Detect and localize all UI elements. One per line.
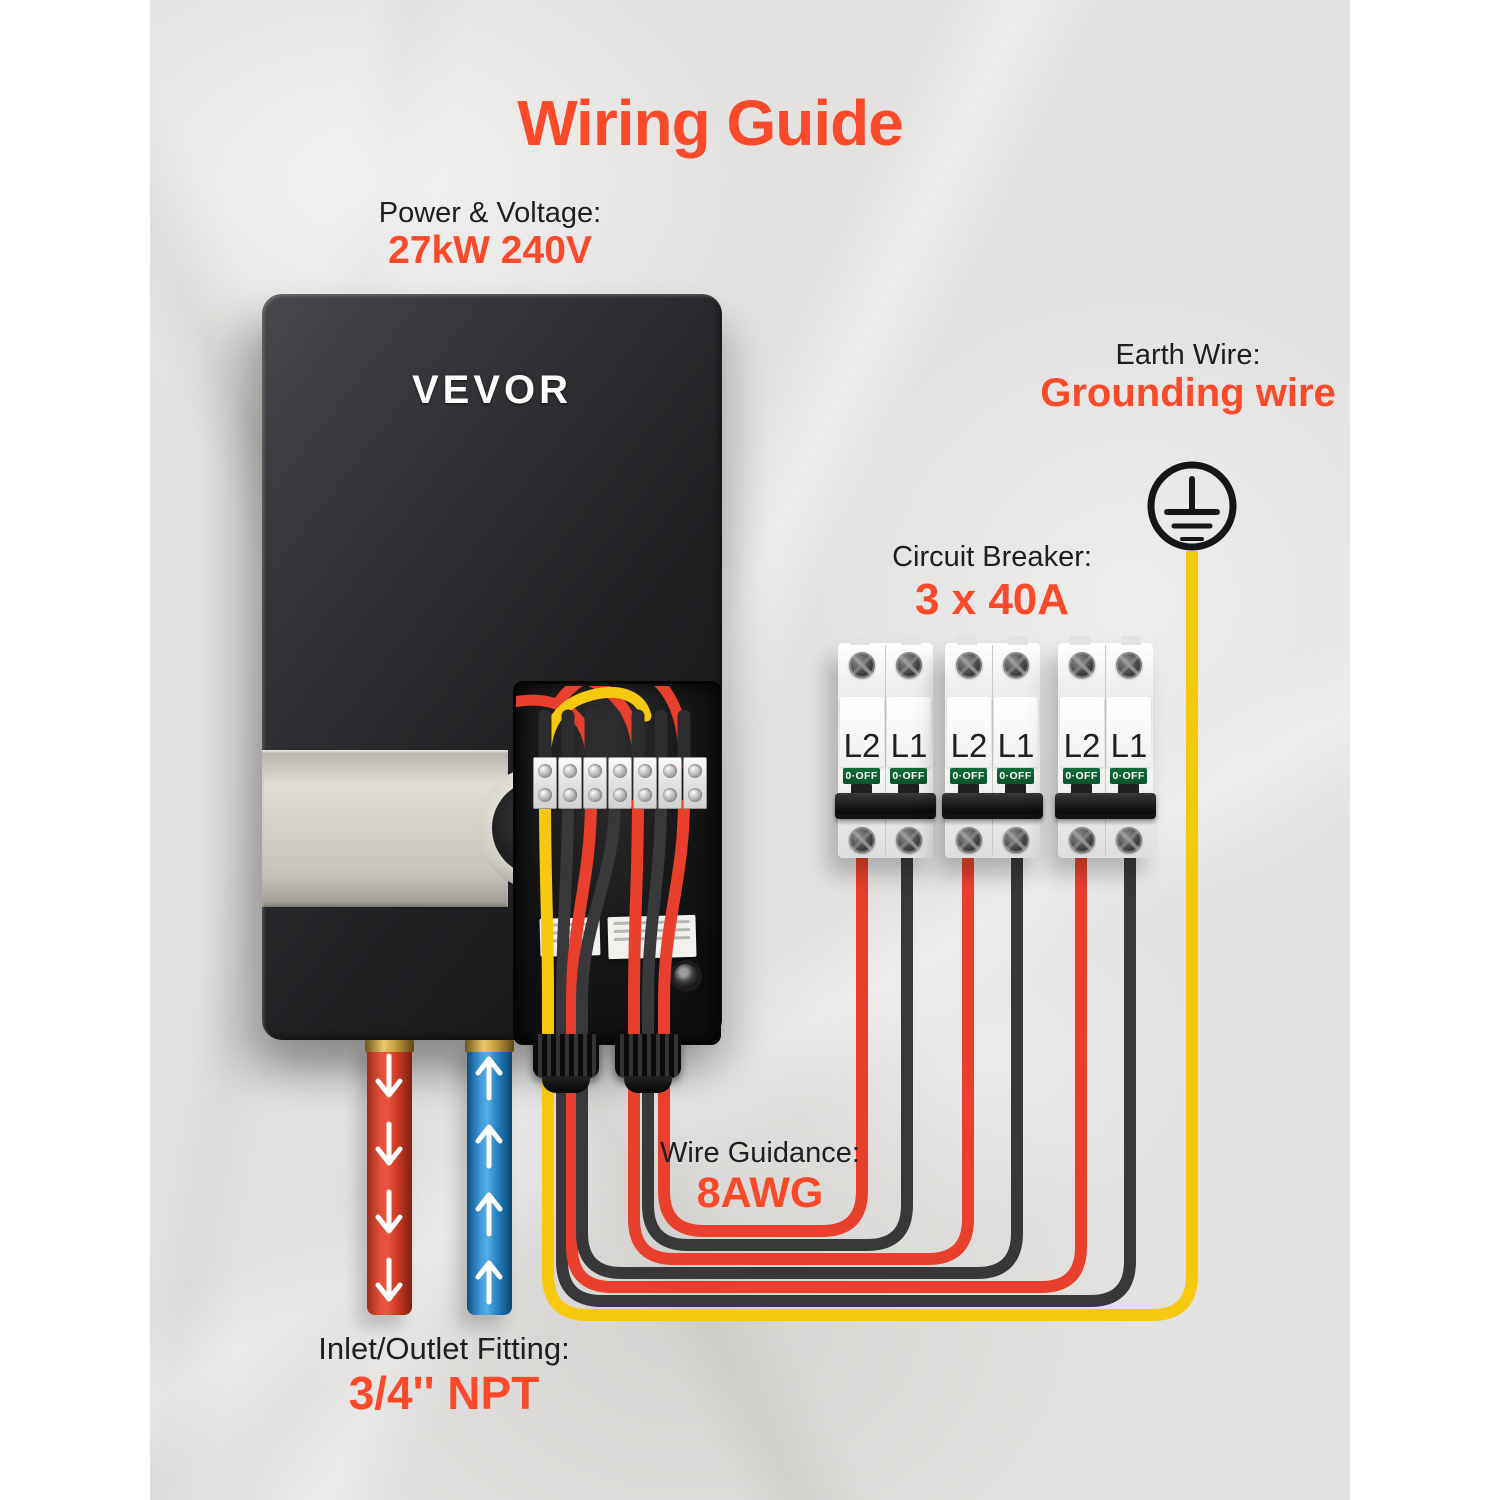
fitting-value: 3/4'' NPT [348, 1367, 540, 1419]
pole-label-l2: L2 [1060, 697, 1104, 767]
breaker-screw [1116, 652, 1142, 678]
breaker-screw [849, 827, 875, 853]
pole-label-l1: L1 [887, 697, 931, 767]
circuit-breaker-1: L2 L1 0·OFF 0·OFF [835, 636, 936, 858]
breaker-screw [1003, 652, 1029, 678]
power-voltage-value: 27kW 240V [388, 229, 592, 272]
breaker-toggle-handle [835, 793, 936, 819]
cold-water-inlet-pipe [465, 1040, 514, 1315]
breaker-toggle-handle [942, 793, 1043, 819]
earth-wire-label: Earth Wire: [1115, 339, 1261, 371]
page-title: Wiring Guide [517, 87, 904, 159]
breaker-toggle-handle [1055, 793, 1156, 819]
earth-wire-value: Grounding wire [1040, 371, 1336, 415]
terminal-block [558, 757, 582, 809]
cable-gland [615, 1034, 681, 1093]
breaker-screw [1069, 827, 1095, 853]
off-indicator: 0·OFF [890, 768, 927, 784]
wire-guidance-label: Wire Guidance: [660, 1137, 860, 1169]
terminal-block [583, 757, 607, 809]
terminal-block [633, 757, 657, 809]
off-indicator: 0·OFF [950, 768, 987, 784]
cable-gland [533, 1034, 599, 1093]
breaker-screw [896, 652, 922, 678]
off-indicator: 0·OFF [1110, 768, 1147, 784]
spec-sticker [607, 914, 697, 960]
wiring-compartment [513, 681, 721, 1045]
circuit-breaker-2: L2 L1 0·OFF 0·OFF [942, 636, 1043, 858]
off-indicator: 0·OFF [1063, 768, 1100, 784]
breaker-screw [896, 827, 922, 853]
spec-sticker [539, 917, 601, 957]
breaker-screw [849, 652, 875, 678]
terminal-block [533, 757, 557, 809]
breaker-screw [956, 652, 982, 678]
hot-water-outlet-pipe [365, 1040, 414, 1315]
pole-label-l1: L1 [1107, 697, 1151, 767]
wire-guidance-value: 8AWG [696, 1169, 824, 1217]
pole-label-l2: L2 [947, 697, 991, 767]
circuit-breaker-value: 3 x 40A [914, 575, 1070, 624]
compartment-screw [674, 964, 698, 988]
fitting-label: Inlet/Outlet Fitting: [318, 1331, 570, 1366]
water-heater-device: VEVOR [262, 294, 722, 1045]
breaker-screw [1069, 652, 1095, 678]
power-voltage-label: Power & Voltage: [378, 197, 602, 229]
off-indicator: 0·OFF [997, 768, 1034, 784]
breaker-screw [1003, 827, 1029, 853]
terminal-block [608, 757, 632, 809]
terminal-block [683, 757, 707, 809]
terminal-block [658, 757, 682, 809]
control-panel-band [262, 750, 508, 907]
pole-label-l1: L1 [994, 697, 1038, 767]
circuit-breaker-label: Circuit Breaker: [892, 541, 1092, 573]
pole-label-l2: L2 [840, 697, 884, 767]
off-indicator: 0·OFF [843, 768, 880, 784]
terminal-block-row [533, 757, 707, 809]
brand-logo: VEVOR [411, 368, 573, 412]
circuit-breaker-3: L2 L1 0·OFF 0·OFF [1055, 636, 1156, 858]
breaker-screw [956, 827, 982, 853]
breaker-screw [1116, 827, 1142, 853]
